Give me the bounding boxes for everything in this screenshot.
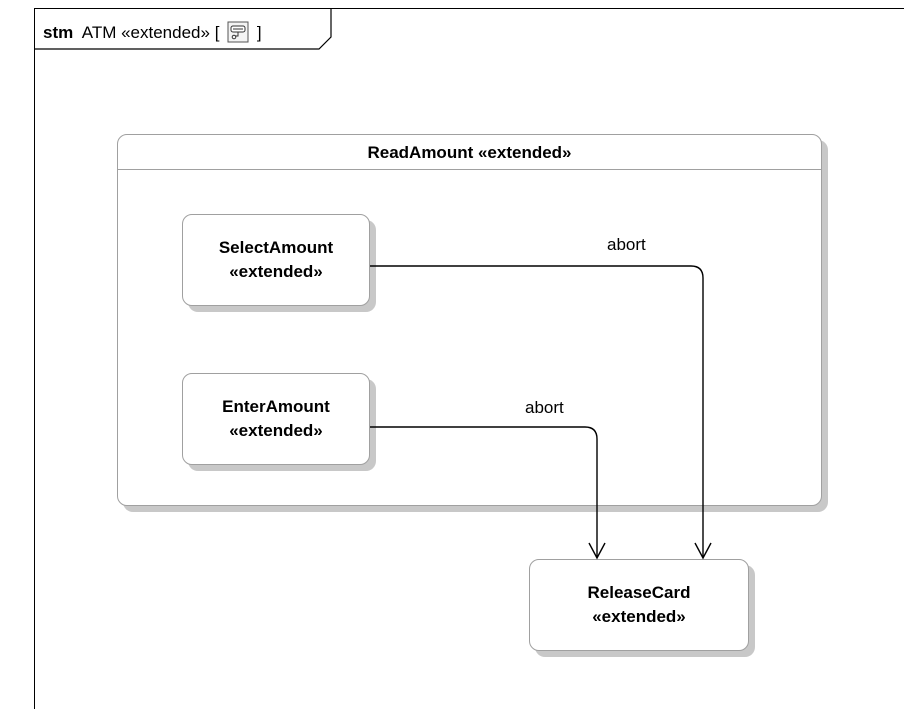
- select-amount-stereotype: «extended»: [229, 262, 323, 281]
- transition-label-select-abort: abort: [607, 235, 646, 254]
- transition-arrowhead: [694, 542, 712, 560]
- frame-title: stm ATM «extended» [ ]: [43, 21, 262, 43]
- select-amount-name: SelectAmount: [218, 238, 334, 257]
- release-card-state[interactable]: ReleaseCard «extended»: [529, 559, 749, 651]
- frame-tab-outline: [35, 9, 332, 50]
- state-machine-diagram-icon[interactable]: [227, 21, 249, 43]
- frame-name: ATM «extended»: [81, 23, 210, 42]
- frame-bracket-close: ]: [256, 23, 262, 42]
- enter-amount-stereotype: «extended»: [229, 421, 323, 440]
- transitions-layer: [370, 265, 712, 560]
- frame-bracket-open: [: [214, 23, 220, 42]
- enter-amount-name: EnterAmount: [222, 397, 330, 416]
- release-card-stereotype: «extended»: [592, 607, 686, 626]
- transition-enter-to-release[interactable]: [370, 426, 606, 560]
- release-card-name: ReleaseCard: [587, 583, 691, 602]
- transition-label-enter-abort: abort: [525, 398, 564, 417]
- select-amount-state[interactable]: SelectAmount «extended»: [182, 214, 370, 306]
- enter-amount-state[interactable]: EnterAmount «extended»: [182, 373, 370, 465]
- diagram-canvas: stm ATM «extended» [ ] ReadAmount «exten…: [34, 8, 904, 709]
- read-amount-label: ReadAmount «extended»: [367, 143, 572, 162]
- transition-arrowhead: [588, 542, 606, 560]
- frame-kind: stm: [43, 23, 74, 42]
- transition-select-to-release[interactable]: [370, 265, 712, 560]
- diagram-frame: stm ATM «extended» [ ]: [34, 8, 904, 709]
- read-amount-divider: [118, 169, 821, 170]
